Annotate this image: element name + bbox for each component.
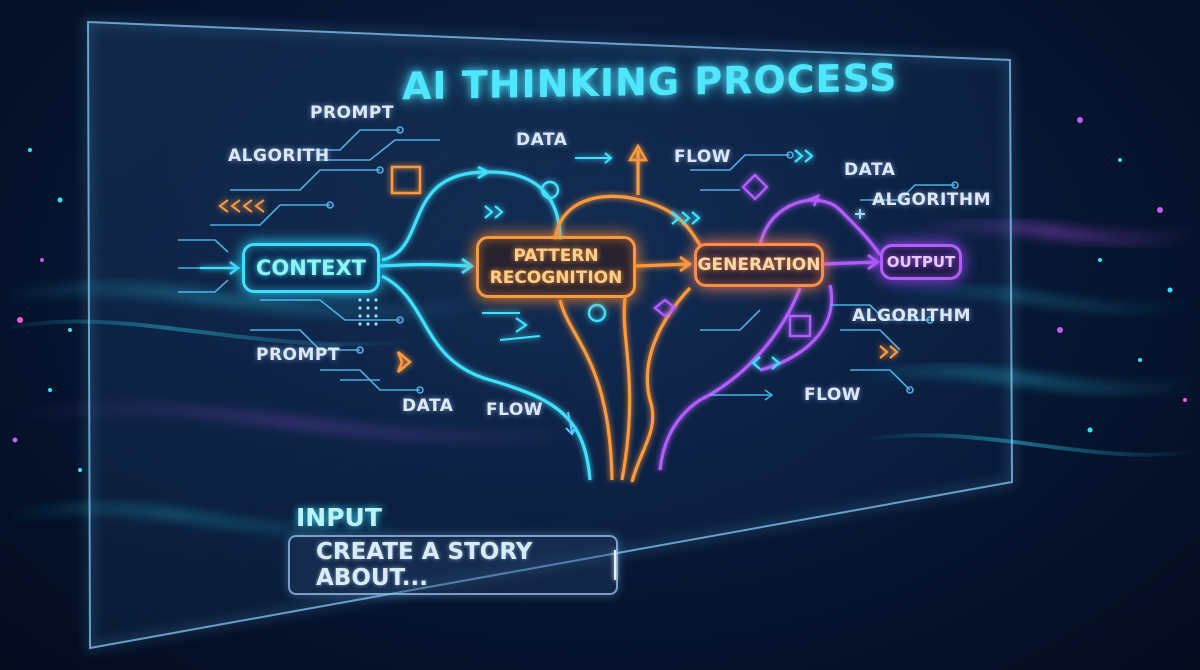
label-flow: FLOW [804, 385, 862, 405]
dot-grid [358, 298, 378, 326]
particle-dots [12, 117, 1187, 472]
square-glyph-left [390, 165, 422, 195]
label-prompt: PROMPT [256, 345, 340, 365]
glass-panel-edge-glow [84, 18, 1016, 652]
label-data: DATA [516, 130, 568, 150]
node-output: OUTPUT [880, 244, 962, 280]
label-data: DATA [844, 160, 896, 180]
prompt-input-value: CREATE A STORY ABOUT... [316, 539, 533, 591]
node-pattern-recognition: PATTERN RECOGNITION [476, 236, 636, 298]
left-chevrons [218, 199, 265, 213]
diagram-title: AI THINKING PROCESS [402, 55, 898, 109]
label-algorithm: ALGORITHM [852, 306, 972, 326]
text-cursor-icon [614, 550, 616, 580]
circuit-traces-left [178, 126, 440, 394]
flow-purple [658, 193, 882, 471]
arrow-glyph-left [396, 351, 412, 373]
circuit-traces-right [690, 151, 959, 401]
input-label: INPUT [296, 503, 382, 532]
label-data: DATA [402, 396, 454, 416]
flow-orange [553, 143, 702, 483]
label-flow: FLOW [674, 147, 732, 167]
flow-cyan [379, 165, 592, 481]
bottom-arrows [565, 411, 577, 436]
incoming-arrows [200, 261, 240, 275]
prompt-input[interactable]: CREATE A STORY ABOUT... [288, 535, 618, 595]
label-algorithm: ALGORITH [228, 146, 330, 166]
node-context: CONTEXT [242, 243, 380, 293]
middle-glyphs [482, 149, 899, 370]
label-flow: FLOW [486, 400, 544, 420]
label-prompt: PROMPT [310, 103, 394, 123]
label-algorithm: ALGORITHM [872, 190, 992, 210]
node-generation: GENERATION [694, 243, 824, 287]
